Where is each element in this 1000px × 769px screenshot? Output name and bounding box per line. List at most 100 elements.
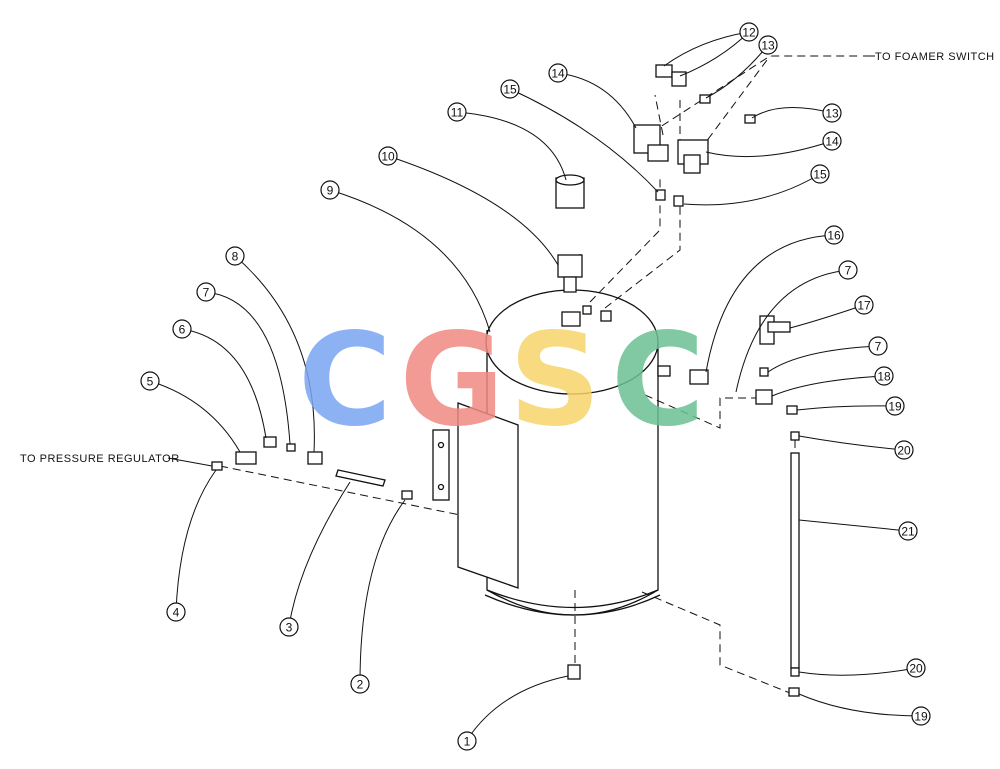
watermark-letter-4: C: [611, 306, 705, 455]
part-6-elbow: [263, 436, 277, 448]
callout-19: 19: [885, 396, 905, 416]
callout-number: 15: [503, 83, 517, 97]
callout-circle: [894, 440, 914, 460]
part-16-fitting: [657, 365, 709, 385]
callout-number: 4: [173, 606, 180, 620]
watermark: C G S C: [298, 306, 705, 455]
callout-number: 7: [845, 264, 852, 278]
callout-10: 10: [378, 146, 398, 166]
callout-circle: [350, 674, 370, 694]
callout-7: 7: [868, 336, 888, 356]
callout-number: 21: [901, 525, 915, 539]
callout-group: 1234567891011121313141415151671771819202…: [140, 22, 931, 751]
callout-circle: [874, 366, 894, 386]
callout-number: 14: [551, 67, 565, 81]
callout-number: 18: [877, 370, 891, 384]
part-13-nut: [699, 94, 711, 104]
callout-20: 20: [894, 440, 914, 460]
callout-9: 9: [320, 180, 340, 200]
callout-number: 6: [179, 323, 186, 337]
callout-circle: [906, 658, 926, 678]
part-3-tube: [335, 469, 386, 487]
watermark-letter-1: C: [298, 306, 392, 455]
callout-circle: [172, 319, 192, 339]
part-11-coil: [555, 174, 585, 209]
callout-circle: [822, 131, 842, 151]
part-2-fitting: [401, 490, 413, 500]
callout-2: 2: [350, 674, 370, 694]
annotation-to-pressure-regulator: TO PRESSURE REGULATOR: [20, 453, 180, 465]
callout-number: 14: [825, 135, 839, 149]
callout-1: 1: [457, 731, 477, 751]
part-20-cap-top: [790, 431, 800, 441]
callout-circle: [911, 706, 931, 726]
callout-16: 16: [824, 225, 844, 245]
callout-11: 11: [447, 102, 467, 122]
callout-number: 10: [381, 150, 395, 164]
callout-8: 8: [225, 246, 245, 266]
callout-17: 17: [854, 295, 874, 315]
mounting-bracket: [457, 402, 519, 589]
callout-number: 19: [914, 710, 928, 724]
callout-number: 9: [327, 184, 334, 198]
callout-circle: [854, 295, 874, 315]
part-7-nipple-right: [759, 367, 769, 377]
callout-3: 3: [279, 617, 299, 637]
callout-circle: [885, 396, 905, 416]
callout-circle: [822, 103, 842, 123]
bracket-plate: [432, 429, 450, 501]
callout-20: 20: [906, 658, 926, 678]
callout-21: 21: [898, 521, 918, 541]
callout-7: 7: [196, 282, 216, 302]
callout-13: 13: [758, 35, 778, 55]
callout-number: 1: [464, 735, 471, 749]
callout-circle: [140, 371, 160, 391]
callout-circle: [279, 617, 299, 637]
part-15-fitting-right: [673, 195, 684, 207]
callout-number: 16: [827, 229, 841, 243]
callout-19: 19: [911, 706, 931, 726]
callout-circle: [824, 225, 844, 245]
callout-number: 11: [451, 106, 464, 120]
callout-number: 20: [909, 662, 923, 676]
callout-number: 17: [857, 299, 871, 313]
watermark-letter-3: S: [509, 306, 601, 455]
callout-number: 8: [232, 250, 239, 264]
callout-circle: [378, 146, 398, 166]
callout-circle: [868, 336, 888, 356]
callout-circle: [758, 35, 778, 55]
annotation-to-foamer-switch: TO FOAMER SWITCH: [875, 51, 995, 63]
callout-number: 15: [813, 168, 827, 182]
callout-number: 13: [761, 39, 775, 53]
callout-number: 12: [742, 26, 756, 40]
callout-circle: [166, 602, 186, 622]
callout-number: 20: [897, 444, 911, 458]
part-13-nut-b: [744, 114, 756, 124]
callout-4: 4: [166, 602, 186, 622]
callout-number: 3: [286, 621, 293, 635]
part-7-nipple: [286, 443, 296, 452]
callout-circle: [810, 164, 830, 184]
tank: [432, 289, 661, 616]
part-12-elbow-left: [655, 64, 673, 78]
callout-number: 19: [888, 400, 902, 414]
callout-circle: [739, 22, 759, 42]
callout-circle: [500, 79, 520, 99]
callout-number: 7: [203, 286, 210, 300]
part-21-sight-glass: [790, 452, 800, 669]
callout-18: 18: [874, 366, 894, 386]
part-4-fitting: [211, 461, 223, 471]
part-14-solenoid-left: [633, 124, 669, 162]
callout-number: 2: [357, 678, 364, 692]
part-14-solenoid-right: [677, 139, 709, 174]
callout-15: 15: [810, 164, 830, 184]
callout-circle: [196, 282, 216, 302]
part-18-tee: [755, 389, 773, 405]
callout-7: 7: [838, 260, 858, 280]
callout-number: 13: [825, 107, 839, 121]
callout-circle: [320, 180, 340, 200]
callout-number: 5: [147, 375, 154, 389]
part-19-fitting-bottom: [788, 687, 800, 697]
